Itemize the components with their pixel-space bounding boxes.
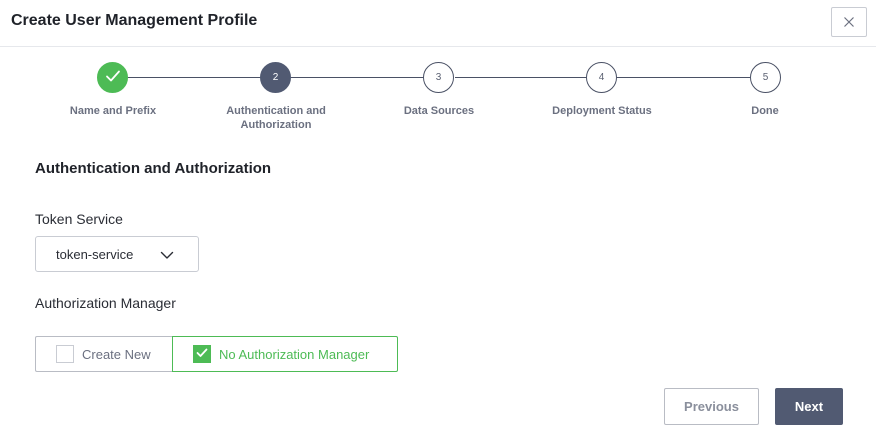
no-authorization-manager-checkbox[interactable] bbox=[193, 345, 211, 363]
step-circle: 2 bbox=[260, 62, 291, 93]
no-authorization-manager-label: No Authorization Manager bbox=[219, 346, 370, 362]
close-icon bbox=[843, 16, 855, 28]
next-button[interactable]: Next bbox=[775, 388, 843, 425]
no-authorization-manager-option[interactable]: No Authorization Manager bbox=[172, 336, 398, 372]
step-connector bbox=[455, 77, 586, 78]
previous-button[interactable]: Previous bbox=[664, 388, 759, 425]
step-label: Done bbox=[751, 105, 779, 117]
dialog-title: Create User Management Profile bbox=[11, 12, 258, 29]
step-connector bbox=[128, 77, 261, 78]
step-circle bbox=[97, 62, 128, 93]
check-icon bbox=[105, 69, 121, 86]
step-label: Authentication and Authorization bbox=[226, 105, 326, 131]
step-label: Name and Prefix bbox=[69, 105, 157, 117]
step-circle: 4 bbox=[586, 62, 617, 93]
create-new-option[interactable]: Create New bbox=[35, 336, 172, 372]
chevron-down-icon bbox=[160, 248, 174, 266]
check-icon bbox=[196, 345, 208, 363]
authorization-manager-options: Create New No Authorization Manager bbox=[35, 336, 398, 372]
step-circle: 5 bbox=[750, 62, 781, 93]
token-service-value: token-service bbox=[56, 247, 134, 262]
token-service-label: Token Service bbox=[35, 211, 123, 227]
wizard-stepper: Name and Prefix 2 Authentication and Aut… bbox=[0, 62, 876, 142]
step-label: Data Sources bbox=[403, 105, 475, 117]
step-circle: 3 bbox=[423, 62, 454, 93]
step-connector bbox=[617, 77, 750, 78]
create-new-label: Create New bbox=[82, 346, 151, 362]
step-label: Deployment Status bbox=[552, 105, 652, 117]
close-button[interactable] bbox=[831, 7, 867, 37]
dialog-header: Create User Management Profile bbox=[0, 0, 876, 47]
create-new-checkbox[interactable] bbox=[56, 345, 74, 363]
step-connector bbox=[291, 77, 424, 78]
authorization-manager-label: Authorization Manager bbox=[35, 295, 176, 311]
token-service-select[interactable]: token-service bbox=[35, 236, 199, 272]
section-title: Authentication and Authorization bbox=[35, 160, 272, 177]
